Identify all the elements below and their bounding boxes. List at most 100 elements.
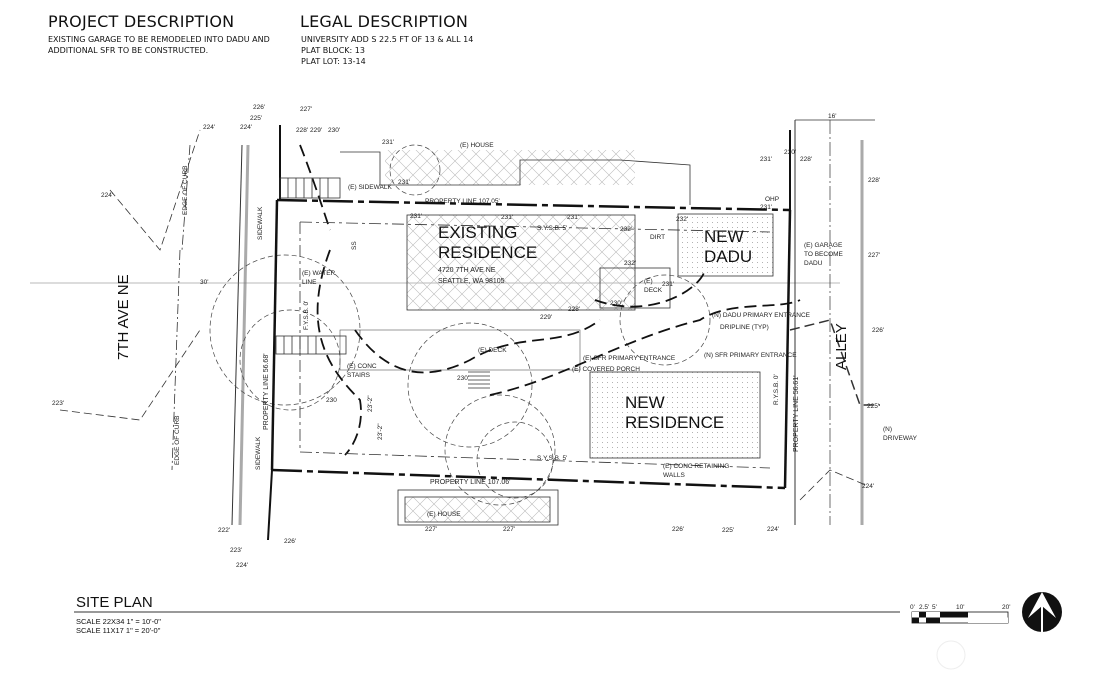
scale-tick: 5' <box>932 604 937 611</box>
label: DIRT <box>650 234 665 241</box>
new-dadu-label: NEW <box>704 227 744 246</box>
project-description-text: EXISTING GARAGE TO BE REMODELED INTO DAD… <box>48 34 270 56</box>
elevation: 226' <box>284 538 296 545</box>
annotation-labels: (E) HOUSE (E) SIDEWALK PROPERTY LINE 107… <box>174 113 918 518</box>
elevation: 224' <box>101 192 113 199</box>
neighbor-house-bottom <box>397 489 559 526</box>
label: (E) SIDEWALK <box>348 184 392 191</box>
label: (E) GARAGE <box>804 242 843 249</box>
label: 30' <box>200 279 208 286</box>
label: DRIPLINE (TYP) <box>720 324 769 331</box>
elevation-labels: 226' 227' 225' 224' 228' 229' 230' 224' … <box>52 104 884 569</box>
elevation: 231' <box>410 213 422 220</box>
label: (E) CONC RETAINING <box>663 463 729 470</box>
label: TO BECOME <box>804 251 844 258</box>
legal-line: PLAT LOT: 13-14 <box>301 57 366 66</box>
label: WALLS <box>663 472 685 479</box>
elevation: 225' <box>722 527 734 534</box>
site-plan-title: SITE PLAN <box>76 594 153 611</box>
north-arrow-icon <box>1022 592 1062 632</box>
address-line: SEATTLE, WA 98105 <box>438 278 505 285</box>
elevation: 228' <box>868 177 880 184</box>
elevation: 231' <box>662 281 674 288</box>
existing-residence-label: EXISTING <box>438 223 517 242</box>
label: DADU <box>804 260 823 267</box>
legal-description-heading: LEGAL DESCRIPTION <box>300 12 469 31</box>
elevation: 224' <box>767 526 779 533</box>
label: (E) SFR PRIMARY ENTRANCE <box>583 355 676 362</box>
elevation: 232' <box>624 260 636 267</box>
contour-lines <box>299 144 801 456</box>
scale-tick: 2.5' <box>919 604 929 611</box>
label: EDGE OF CURB <box>182 166 189 215</box>
elevation: 230' <box>457 375 469 382</box>
elevation: 225' <box>867 403 879 410</box>
neighbor-house-top <box>340 150 691 205</box>
label: DRIVEWAY <box>883 435 918 442</box>
label: PROPERTY LINE 56.61' <box>793 375 800 452</box>
project-line: ADDITIONAL SFR TO BE CONSTRUCTED. <box>48 46 209 55</box>
elevation: 224' <box>862 483 874 490</box>
label: (E) COVERED PORCH <box>572 366 640 373</box>
label: SS <box>351 241 358 250</box>
label: (E) WATER <box>302 270 336 277</box>
existing-residence-label: RESIDENCE <box>438 243 537 262</box>
label: EDGE OF CURB <box>174 416 181 465</box>
label: LINE <box>302 279 317 286</box>
label: 23'-2" <box>367 395 374 412</box>
elevation: 222' <box>218 527 230 534</box>
elevation: 231' <box>501 214 513 221</box>
tree-driplines <box>209 144 711 506</box>
label: S.Y.S.B. 5' <box>537 455 567 462</box>
label: S.Y.S.B. 5' <box>537 225 567 232</box>
street-name-label: 7TH AVE NE <box>115 274 132 360</box>
new-residence-label: RESIDENCE <box>625 413 724 432</box>
elevation: 224' <box>203 124 215 131</box>
elevation: 228' <box>800 156 812 163</box>
label: 23'-2" <box>377 423 384 440</box>
elevation: 228' <box>568 306 580 313</box>
label: PROPERTY LINE 107.05' <box>425 198 500 205</box>
label: F.Y.S.B. 0' <box>303 301 310 330</box>
scale-tick: 20' <box>1002 604 1010 611</box>
label: DECK <box>644 287 663 294</box>
elevation: 231' <box>382 139 394 146</box>
elevation: 227' <box>503 526 515 533</box>
scale-note: SCALE 11X17 1" = 20'-0" <box>76 626 161 635</box>
new-residence-footprint <box>589 371 761 459</box>
project-description-heading: PROJECT DESCRIPTION <box>48 12 235 31</box>
alley-label: ALLEY <box>833 323 850 370</box>
covered-porch <box>339 329 581 371</box>
scale-bar: 0' 2.5' 5' 10' 20' <box>910 604 1010 624</box>
legal-description-text: UNIVERSITY ADD S 22.5 FT OF 13 & ALL 14 … <box>301 34 473 67</box>
elevation: 231' <box>760 204 772 211</box>
elevation: 230' <box>784 149 796 156</box>
new-residence-label: NEW <box>625 393 665 412</box>
label: PROPERTY LINE 56.68' <box>263 353 270 430</box>
elevation: 227' <box>425 526 437 533</box>
elevation: 223' <box>52 400 64 407</box>
elevation: 229' <box>310 127 322 134</box>
label: (E) HOUSE <box>427 511 461 518</box>
new-dadu-label: DADU <box>704 247 752 266</box>
scale-tick: 10' <box>956 604 964 611</box>
label: 16' <box>828 113 836 120</box>
elevation: 229' <box>540 314 552 321</box>
elevation: 231' <box>567 214 579 221</box>
existing-residence-footprint <box>406 214 636 311</box>
elevation: 230' <box>610 300 622 307</box>
elevation: 226' <box>872 327 884 334</box>
legal-line: PLAT BLOCK: 13 <box>301 46 365 55</box>
label: OHP <box>765 196 779 203</box>
label: SIDEWALK <box>257 206 264 240</box>
elevation: 230' <box>328 127 340 134</box>
elevation: 225' <box>250 115 262 122</box>
scale-note: SCALE 22X34 1" = 10'-0" <box>76 617 161 626</box>
label: (N) SFR PRIMARY ENTRANCE <box>704 352 797 359</box>
elevation: 224' <box>240 124 252 131</box>
label: STAIRS <box>347 372 371 379</box>
label: (N) <box>883 426 892 433</box>
elevation: 226' <box>253 104 265 111</box>
label: (N) DADU PRIMARY ENTRANCE <box>712 312 811 319</box>
